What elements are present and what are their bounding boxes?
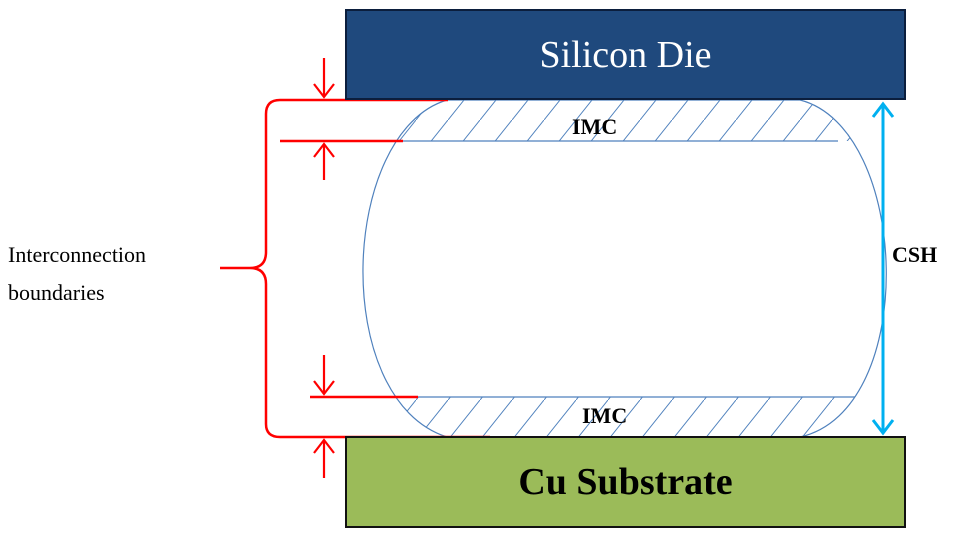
boundaries-brace [220,98,345,439]
red-arrow-top-up [313,142,335,180]
red-arrow-top-down [313,58,335,99]
interconnection-boundaries-line2: boundaries [8,280,105,305]
cu-substrate: Cu Substrate [345,436,906,528]
silicon-die-label: Silicon Die [539,33,712,76]
imc-bottom-label: IMC [582,403,628,428]
interconnection-boundaries-label: Interconnection boundaries [8,236,146,312]
red-arrow-bottom-down [313,355,335,396]
red-arrow-bottom-up [313,438,335,478]
csh-double-arrow [871,101,895,436]
interconnection-boundaries-line1: Interconnection [8,242,147,267]
csh-label: CSH [892,242,938,267]
imc-top-label: IMC [572,114,618,139]
silicon-die: Silicon Die [345,9,906,100]
imc-top-layer [396,100,853,142]
solder-joint-outline [362,99,887,438]
cu-substrate-label: Cu Substrate [518,461,733,503]
imc-bottom-layer [395,396,855,437]
